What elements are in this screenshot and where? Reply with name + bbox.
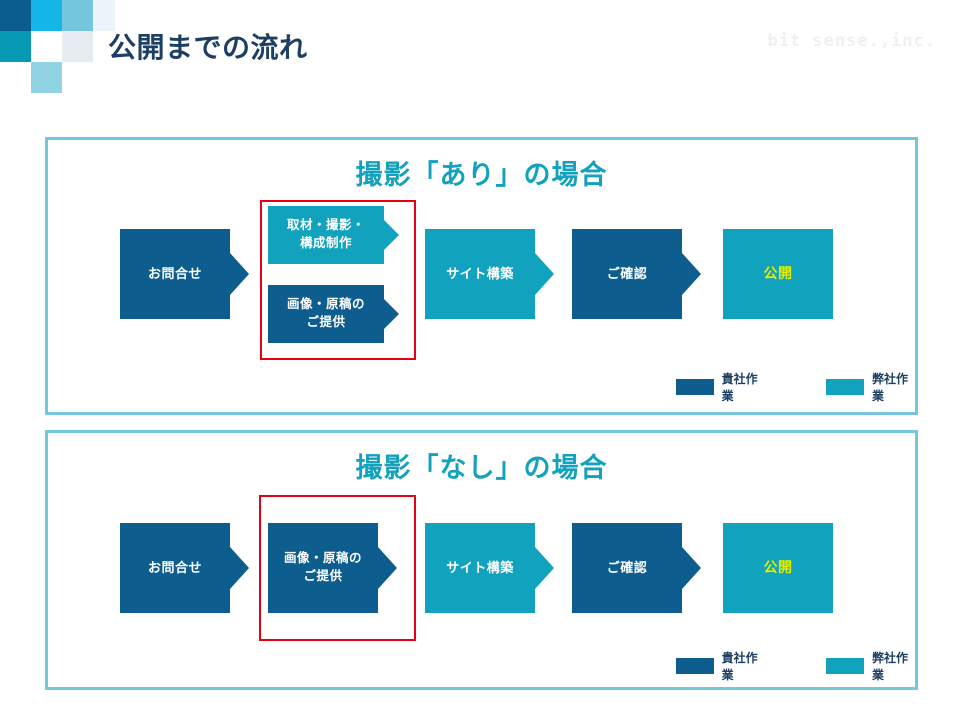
legend-swatch-client bbox=[676, 379, 714, 395]
panel-title: 撮影「あり」の場合 bbox=[355, 160, 608, 190]
arrow-right-icon bbox=[535, 253, 554, 295]
logo-tile bbox=[62, 31, 93, 62]
flow-step-label: 画像・原稿の ご提供 bbox=[283, 551, 362, 583]
bit-sense-logo bbox=[0, 0, 115, 95]
legend: 貴社作業 弊社作業 bbox=[676, 649, 915, 683]
flow-step-material-provision[interactable]: 画像・原稿の ご提供 bbox=[268, 523, 397, 613]
logo-tile bbox=[0, 31, 31, 62]
legend-label-ours: 弊社作業 bbox=[871, 372, 908, 403]
logo-tile bbox=[31, 0, 62, 31]
legend-item-client: 貴社作業 bbox=[676, 370, 765, 404]
arrow-right-icon bbox=[384, 220, 399, 250]
flow-step-label: 画像・原稿の ご提供 bbox=[286, 297, 365, 329]
arrow-right-icon bbox=[378, 547, 397, 589]
logo-tile bbox=[62, 0, 93, 31]
legend-swatch-client bbox=[676, 658, 714, 674]
flow-step-confirmation[interactable]: ご確認 bbox=[572, 523, 701, 613]
panel-title: 撮影「なし」の場合 bbox=[355, 453, 608, 483]
flow-step-label: サイト構築 bbox=[446, 559, 514, 575]
legend-label-client: 貴社作業 bbox=[721, 651, 758, 682]
legend-swatch-ours bbox=[826, 379, 864, 395]
flow-step-inquiry[interactable]: お問合せ bbox=[120, 523, 249, 613]
logo-tile bbox=[93, 0, 115, 31]
flow-step-label: お問合せ bbox=[147, 559, 202, 575]
flow-step-label: 取材・撮影・ 構成制作 bbox=[286, 218, 365, 250]
flow-step-label: 公開 bbox=[763, 265, 793, 282]
flow-step-label: 公開 bbox=[763, 559, 793, 576]
legend: 貴社作業 弊社作業 bbox=[676, 370, 915, 404]
flow-step-label: ご確認 bbox=[606, 265, 648, 281]
flow-step-label: お問合せ bbox=[147, 265, 202, 281]
flow-step-site-build[interactable]: サイト構築 bbox=[425, 523, 554, 613]
flow-step-label: サイト構築 bbox=[446, 265, 514, 281]
flow-step-publish[interactable]: 公開 bbox=[723, 523, 833, 613]
page-title: 公開までの流れ bbox=[108, 32, 308, 63]
arrow-right-icon bbox=[682, 253, 701, 295]
logo-tile bbox=[31, 62, 62, 93]
arrow-right-icon bbox=[384, 299, 399, 329]
brand-wordmark: bit sense.,inc. bbox=[767, 31, 936, 51]
legend-item-ours: 弊社作業 bbox=[826, 370, 915, 404]
arrow-right-icon bbox=[535, 547, 554, 589]
panel-shooting-no: 撮影「なし」の場合 お問合せ 画像・原稿の ご提供 サイト構築 ご確認 公開 貴… bbox=[45, 430, 918, 690]
flow-step-interview-shooting[interactable]: 取材・撮影・ 構成制作 bbox=[268, 206, 399, 264]
legend-label-client: 貴社作業 bbox=[721, 372, 758, 403]
slide-header: 公開までの流れ bit sense.,inc. bbox=[0, 0, 960, 95]
flow-step-site-build[interactable]: サイト構築 bbox=[425, 229, 554, 319]
flow-step-material-provision[interactable]: 画像・原稿の ご提供 bbox=[268, 285, 399, 343]
flow-step-publish[interactable]: 公開 bbox=[723, 229, 833, 319]
flow-step-inquiry[interactable]: お問合せ bbox=[120, 229, 249, 319]
arrow-right-icon bbox=[230, 253, 249, 295]
logo-tile bbox=[0, 0, 31, 31]
panel-shooting-yes: 撮影「あり」の場合 お問合せ 取材・撮影・ 構成制作 画像・原稿の ご提供 サイ… bbox=[45, 137, 918, 415]
legend-label-ours: 弊社作業 bbox=[871, 651, 908, 682]
arrow-right-icon bbox=[230, 547, 249, 589]
legend-item-client: 貴社作業 bbox=[676, 649, 765, 683]
flow-step-label: ご確認 bbox=[606, 559, 648, 575]
legend-item-ours: 弊社作業 bbox=[826, 649, 915, 683]
flow-step-confirmation[interactable]: ご確認 bbox=[572, 229, 701, 319]
legend-swatch-ours bbox=[826, 658, 864, 674]
arrow-right-icon bbox=[682, 547, 701, 589]
